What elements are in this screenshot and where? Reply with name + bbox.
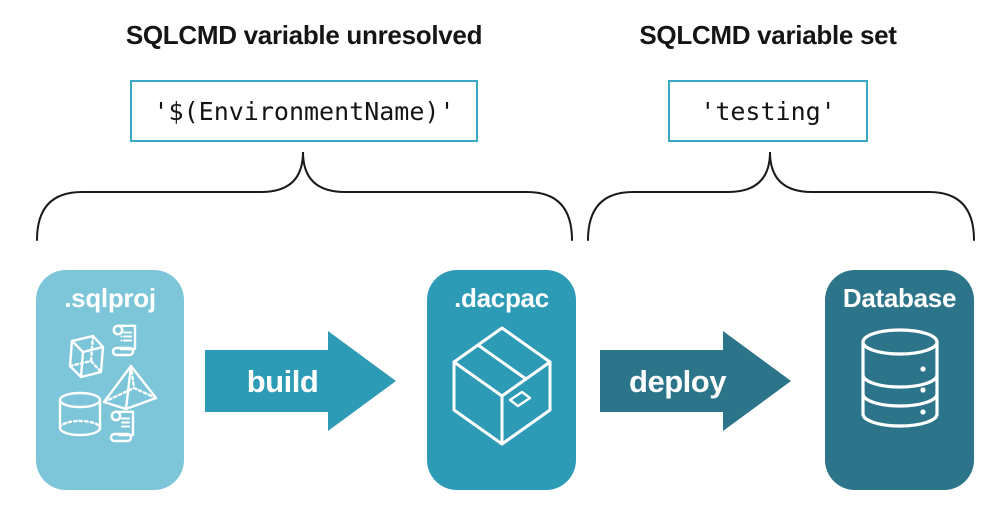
dacpac-node: .dacpac xyxy=(427,270,576,490)
package-box-icon xyxy=(452,326,552,446)
scroll-icon xyxy=(109,410,135,443)
database-cylinder-icon xyxy=(861,328,939,428)
environment-variable-code-box: '$(EnvironmentName)' xyxy=(130,80,478,142)
scroll-icon xyxy=(111,324,137,357)
pyramid-icon xyxy=(102,364,158,411)
left-brace xyxy=(36,151,573,241)
cube-icon xyxy=(68,334,105,379)
deploy-arrow-label: deploy xyxy=(629,364,726,399)
sqlproj-node-label: .sqlproj xyxy=(64,283,156,313)
left-annotation-title: SQLCMD variable unresolved xyxy=(125,20,483,50)
sqlproj-node: .sqlproj xyxy=(36,270,184,490)
build-arrow-label: build xyxy=(246,364,319,399)
right-annotation-title: SQLCMD variable set xyxy=(639,20,897,50)
database-node: Database xyxy=(825,270,974,490)
dacpac-node-label: .dacpac xyxy=(454,283,549,313)
database-node-label: Database xyxy=(842,283,957,313)
testing-value-code-box: 'testing' xyxy=(668,80,868,142)
sql-objects-icon xyxy=(58,324,158,443)
right-brace xyxy=(587,151,975,241)
cylinder-icon xyxy=(58,391,102,437)
